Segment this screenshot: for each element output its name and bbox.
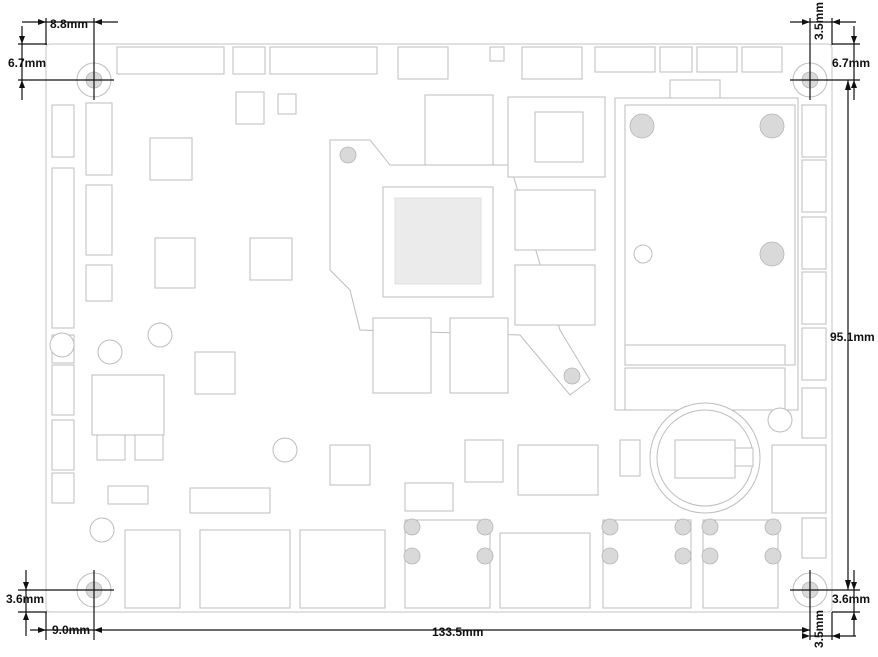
- board-components: [49, 91, 793, 543]
- dim-label-top-right-vertical: 3.5mm: [812, 2, 826, 40]
- right-connectors: [771, 104, 827, 559]
- dim-label-bottom-right-horizontal: 3.6mm: [832, 592, 870, 606]
- dim-label-bottom-left-horizontal: 9.0mm: [52, 623, 90, 637]
- dim-label-top-left-horizontal: 8.8mm: [50, 17, 88, 31]
- battery-holder: [649, 402, 761, 514]
- dim-label-top-left-vertical: 6.7mm: [8, 56, 46, 70]
- dimension-lines: [18, 18, 860, 640]
- dim-label-bottom-width: 133.5mm: [432, 625, 483, 639]
- mini-pcie-slot: [614, 97, 799, 411]
- cpu-bga-area: [329, 94, 606, 396]
- pcb-outline: [45, 43, 833, 613]
- bottom-ports: [124, 518, 782, 609]
- dim-label-bottom-left-vertical: 3.6mm: [6, 592, 44, 606]
- dim-label-top-right-horizontal: 6.7mm: [832, 56, 870, 70]
- left-connectors: [51, 102, 113, 504]
- dim-label-bottom-right-vertical: 3.5mm: [812, 610, 826, 648]
- dim-label-right-height: 95.1mm: [830, 330, 875, 344]
